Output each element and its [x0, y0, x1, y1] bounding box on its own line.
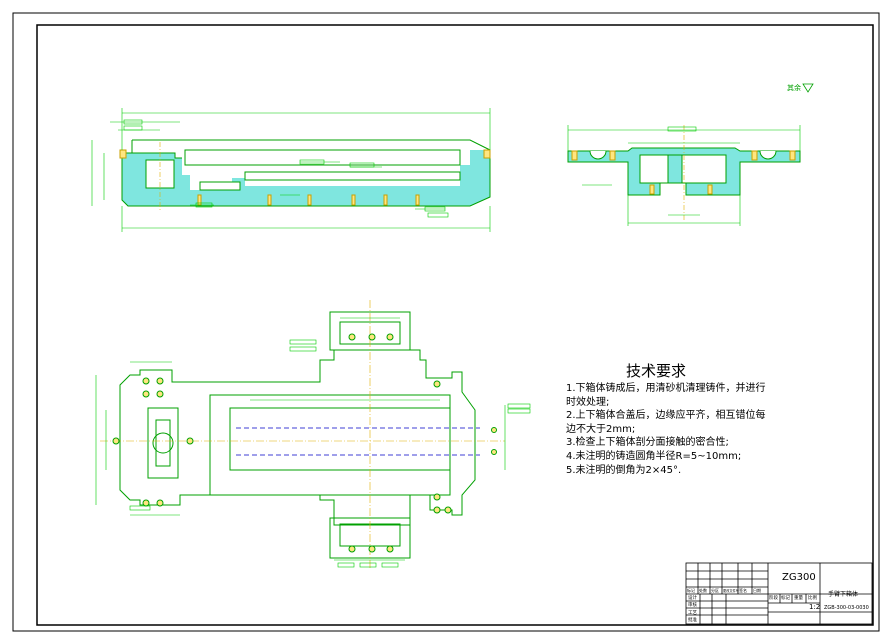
- revision-label: 分区: [711, 588, 719, 593]
- inner-frame: [36, 24, 874, 626]
- scale-value: 1:2: [809, 603, 821, 611]
- title-block: [685, 562, 873, 625]
- requirement-line: 边不大于2mm;: [566, 423, 636, 435]
- row-labels: 设计 审核 工艺 批准: [688, 596, 697, 623]
- header-label: 重量: [794, 596, 803, 601]
- plan-view: [95, 300, 531, 570]
- requirement-line: 2.上下箱体合盖后，边缘应平齐，相互错位每: [566, 410, 766, 422]
- requirement-line: 时效处理;: [566, 396, 610, 408]
- header-label: 阶段: [769, 596, 778, 601]
- requirement-line: 5.未注明的倒角为2×45°.: [566, 464, 682, 476]
- header-label: 比例: [808, 596, 817, 601]
- front-section-view: [91, 108, 491, 232]
- drawing-number: ZGB-300-03-0030: [824, 605, 869, 611]
- revision-label: 标记: [687, 588, 695, 593]
- technical-requirements: 技术要求 1.下箱体铸成后，用清砂机清理铸件，并进行 时效处理; 2.上下箱体合…: [566, 362, 776, 477]
- side-section-view: [567, 125, 801, 226]
- requirement-line: 4.未注明的铸造圆角半径R=5~10mm;: [566, 450, 742, 462]
- svg-text:其余: 其余: [787, 83, 801, 92]
- revision-label: 日期: [753, 588, 761, 593]
- requirement-line: 1.下箱体铸成后，用清砂机清理铸件，并进行: [566, 383, 766, 394]
- outer-frame: [12, 12, 880, 632]
- revision-label: 更改文件号: [723, 589, 739, 593]
- revision-label: 签名: [739, 588, 747, 593]
- header-label: 标记: [781, 596, 790, 601]
- model-number: ZG300: [782, 572, 816, 583]
- roughness-symbol: 其余: [787, 83, 814, 93]
- tech-requirements-title: 技术要求: [626, 362, 687, 380]
- part-name: 手臂下箱体: [828, 591, 859, 598]
- revision-label: 处数: [699, 588, 707, 593]
- requirement-line: 3.检查上下箱体剖分面接触的密合性;: [566, 437, 729, 449]
